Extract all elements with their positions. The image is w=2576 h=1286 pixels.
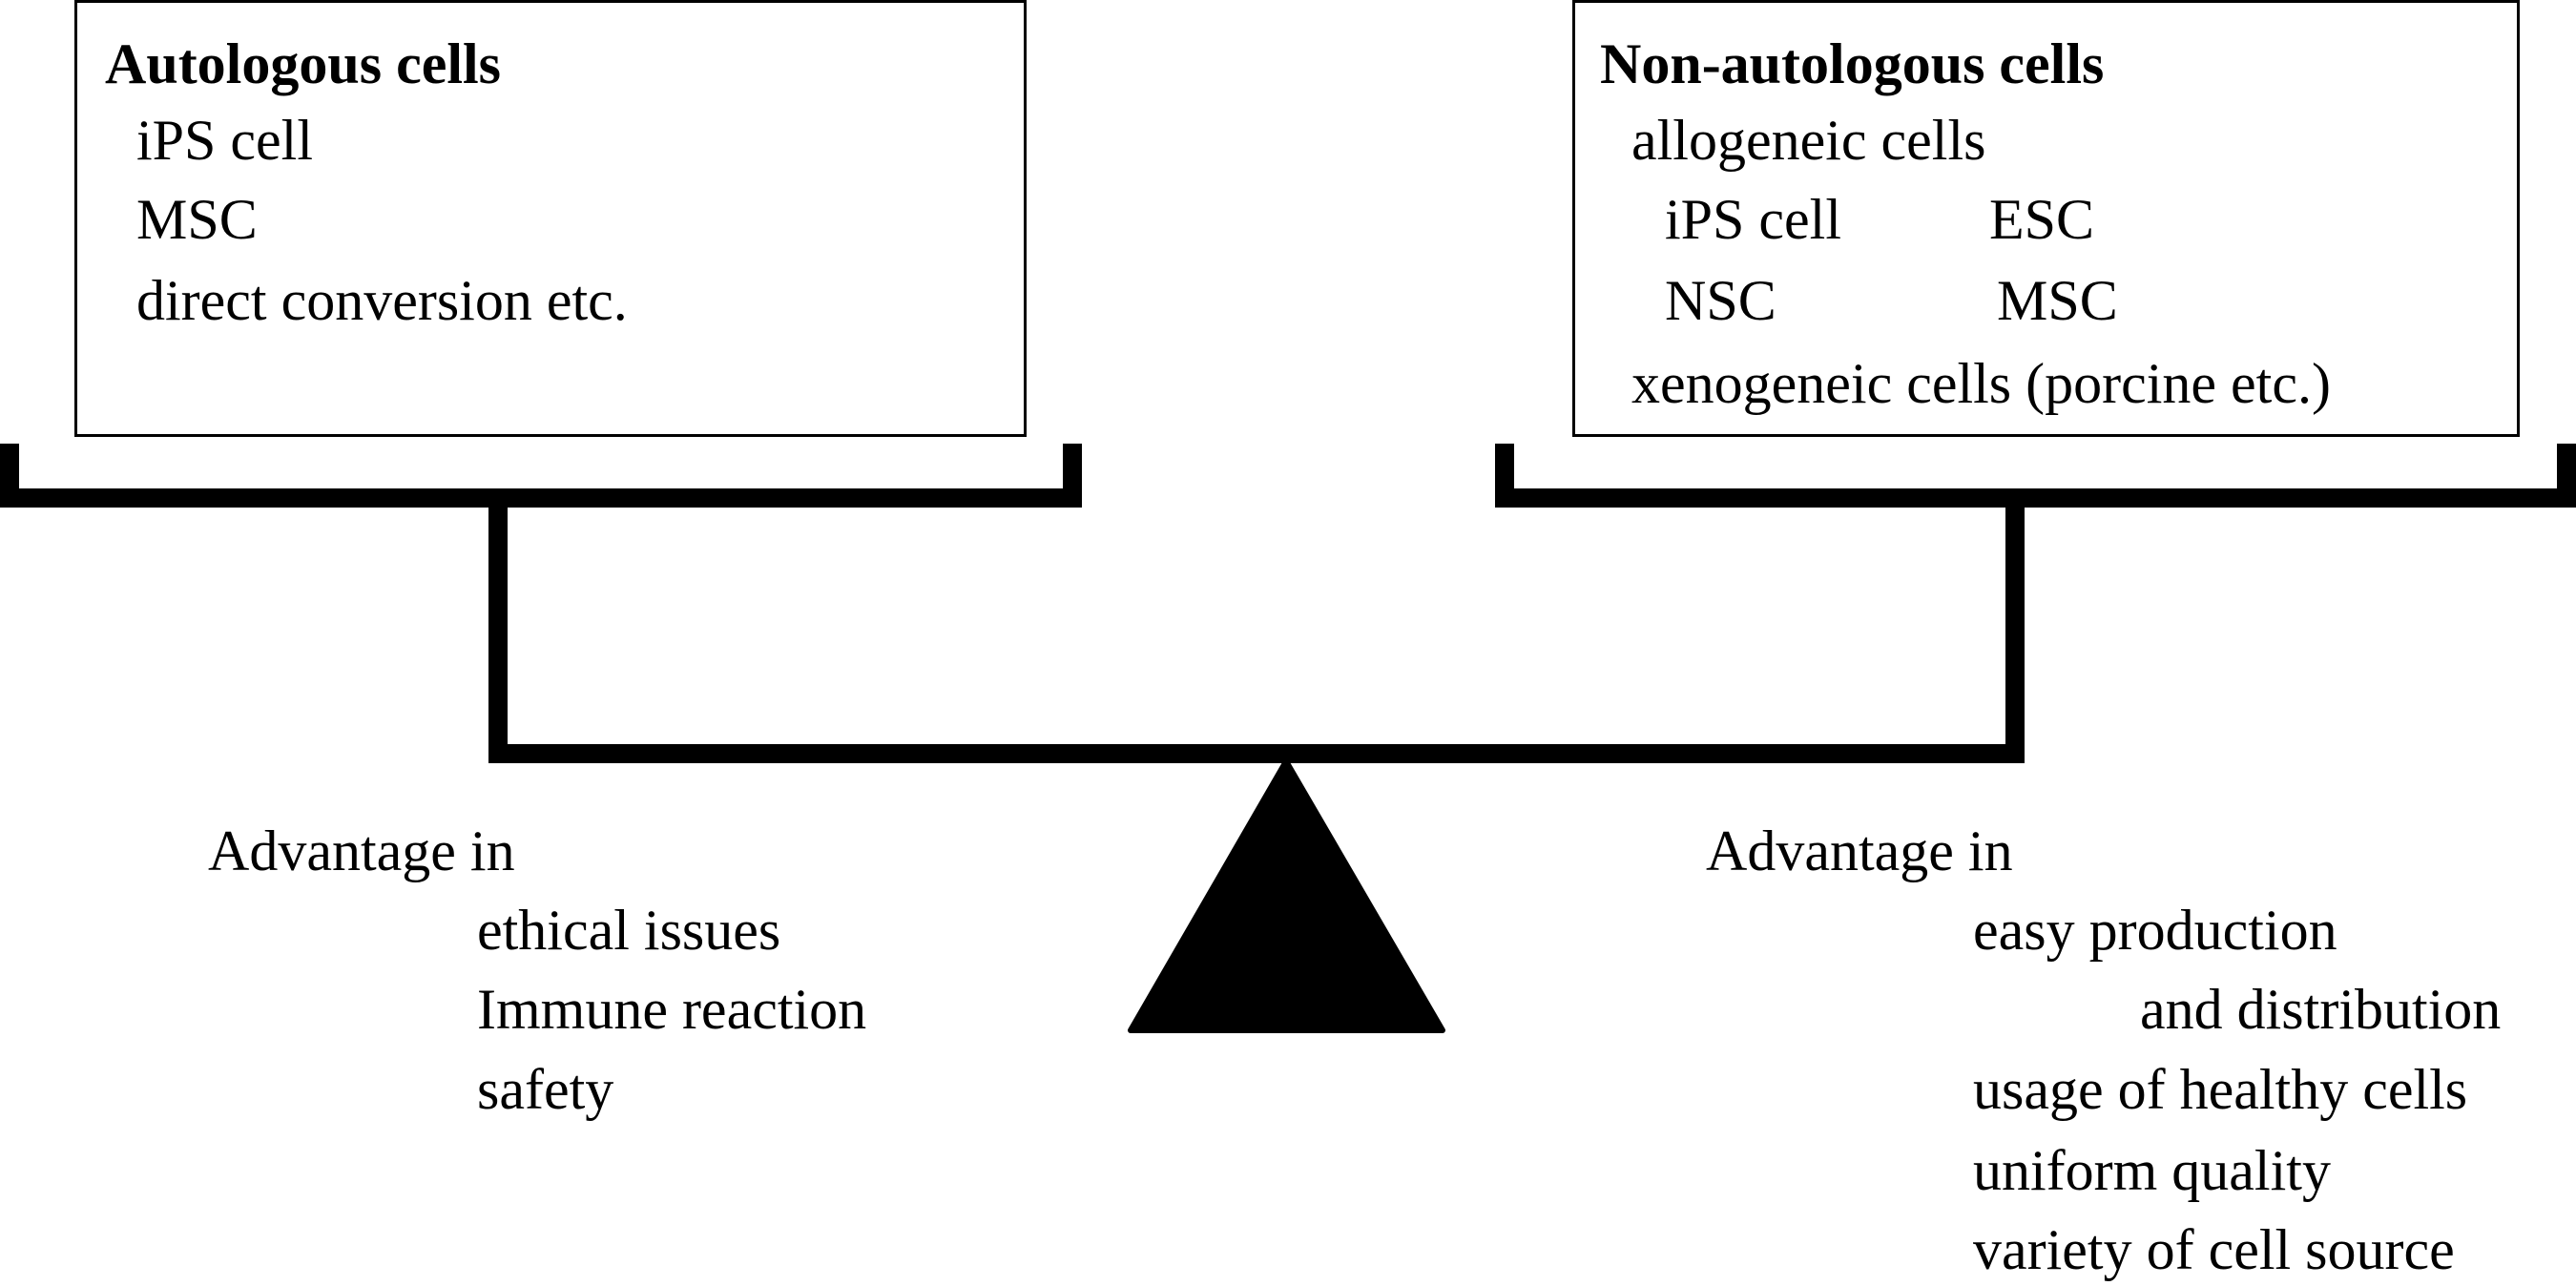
left-pan bbox=[0, 444, 1082, 508]
left-advantage-heading: Advantage in bbox=[208, 819, 515, 882]
autologous-box bbox=[74, 0, 1027, 437]
non-autologous-title: Non-autologous cells bbox=[1600, 32, 2105, 95]
autologous-item: direct conversion etc. bbox=[136, 269, 628, 332]
allogeneic-item: MSC bbox=[1997, 269, 2118, 332]
autologous-item: MSC bbox=[136, 188, 258, 251]
right-advantage-item: usage of healthy cells bbox=[1973, 1058, 2468, 1121]
allogeneic-item: ESC bbox=[1989, 188, 2095, 251]
right-advantage-item: variety of cell source bbox=[1973, 1218, 2455, 1281]
right-advantage-item: uniform quality bbox=[1973, 1139, 2331, 1202]
allogeneic-item: NSC bbox=[1665, 269, 1776, 332]
left-advantage-item: safety bbox=[477, 1058, 614, 1121]
xenogeneic-label: xenogeneic cells (porcine etc.) bbox=[1631, 352, 2331, 415]
right-advantage-heading: Advantage in bbox=[1706, 819, 2013, 882]
left-advantage-item: Immune reaction bbox=[477, 978, 867, 1041]
non-autologous-box bbox=[1572, 0, 2520, 437]
left-advantage-item: ethical issues bbox=[477, 899, 781, 962]
autologous-title: Autologous cells bbox=[105, 32, 502, 95]
allogeneic-item: iPS cell bbox=[1665, 188, 1842, 251]
right-pan bbox=[1495, 444, 2576, 508]
balance-beam bbox=[488, 498, 2025, 763]
right-advantage-item: and distribution bbox=[2140, 978, 2502, 1041]
allogeneic-label: allogeneic cells bbox=[1631, 109, 1986, 172]
fulcrum-triangle bbox=[1128, 758, 1445, 1033]
autologous-item: iPS cell bbox=[136, 109, 314, 172]
right-advantage-item: easy production bbox=[1973, 899, 2337, 962]
